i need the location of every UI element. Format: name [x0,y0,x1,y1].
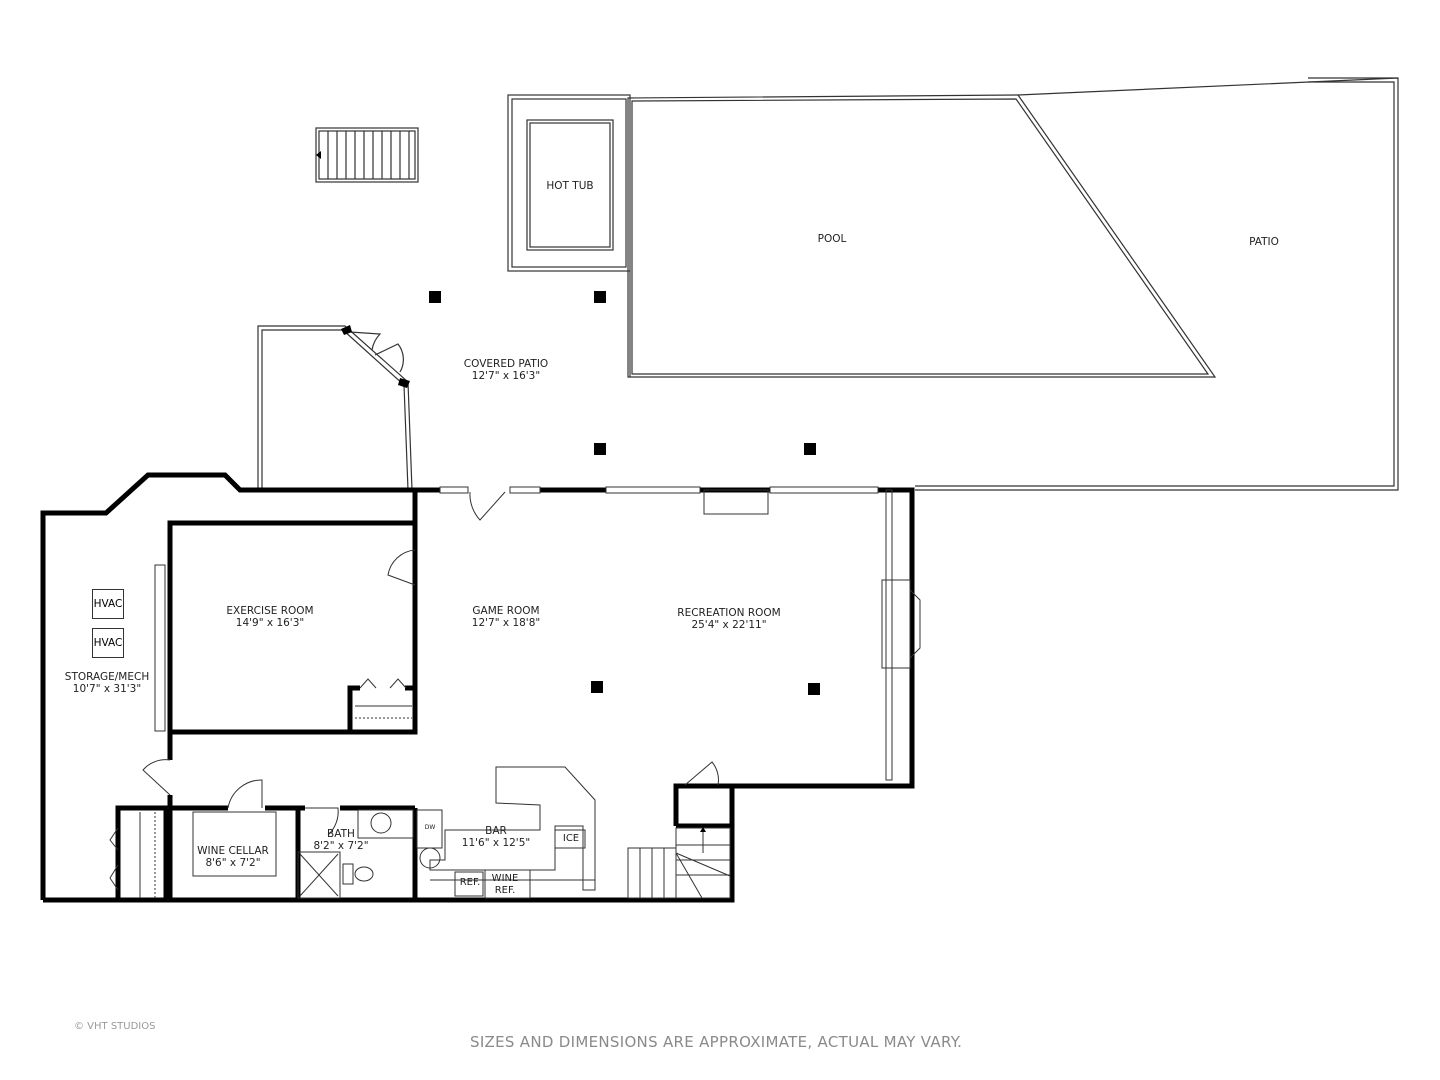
room-name: COVERED PATIO [463,358,549,370]
room-dims: 11'6" x 12'5" [461,837,531,849]
room-pool: POOL [818,233,847,245]
ice-machine: ICE [562,833,580,844]
room-dims: 12'7" x 18'8" [471,617,541,629]
exterior-stairs [315,127,419,183]
room-name: EXERCISE ROOM [226,605,314,617]
room-name: BAR [485,825,507,837]
room-dims: 12'7" x 16'3" [471,370,541,382]
room-hot-tub: HOT TUB [546,180,593,192]
room-name: STORAGE/MECH [64,671,150,683]
room-name: BATH [327,828,355,840]
room-dims: 14'9" x 16'3" [235,617,305,629]
dishwasher: DW [424,824,436,831]
room-name: RECREATION ROOM [677,607,781,619]
copyright-notice: © VHT STUDIOS [74,1021,156,1032]
room-name: WINE CELLAR [197,845,269,857]
room-dims: 10'7" x 31'3" [72,683,142,695]
room-name: HOT TUB [546,180,594,192]
room-dims: 25'4" x 22'11" [691,619,767,631]
room-dims: 8'2" x 7'2" [313,840,369,852]
room-name: GAME ROOM [472,605,540,617]
refrigerator: REF. [459,877,481,888]
hvac-unit-2: HVAC [92,628,124,658]
wine-ref-line2: REF. [494,885,516,896]
wine-ref-line1: WINE [491,873,519,884]
room-name: PATIO [1249,236,1279,248]
hvac-unit-1: HVAC [92,589,124,619]
room-dims: 8'6" x 7'2" [205,857,261,869]
room-name: POOL [817,233,847,245]
room-patio: PATIO [1249,236,1279,248]
disclaimer-text: SIZES AND DIMENSIONS ARE APPROXIMATE, AC… [470,1033,963,1051]
